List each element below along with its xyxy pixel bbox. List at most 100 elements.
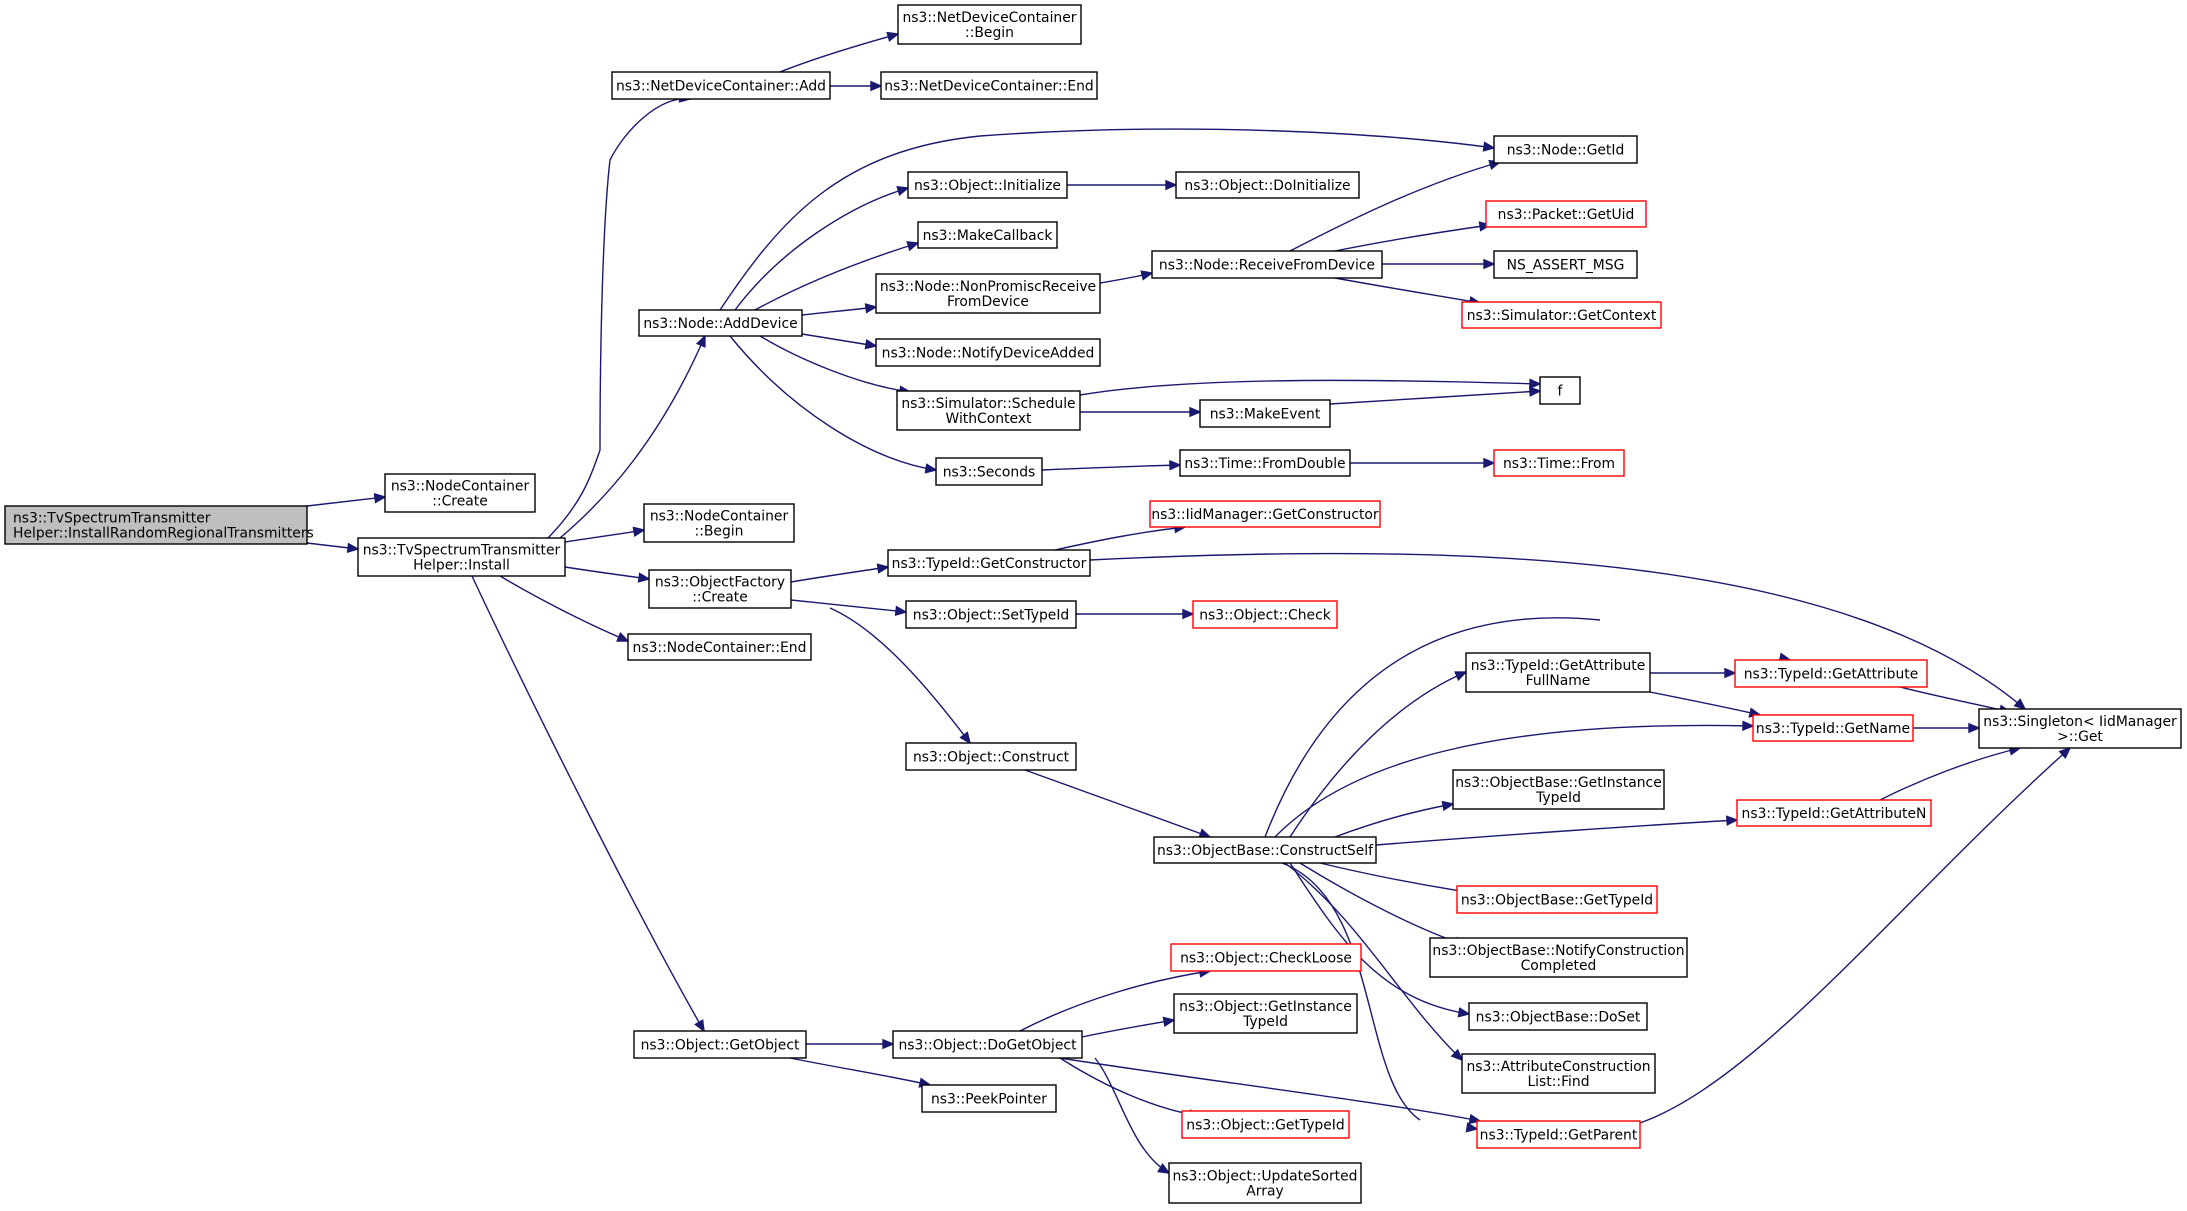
node-box[interactable] xyxy=(880,71,1098,100)
node-box[interactable] xyxy=(1493,135,1638,164)
node-box[interactable] xyxy=(897,4,1082,45)
node-ns_assert[interactable]: NS_ASSERT_MSG xyxy=(1493,250,1638,279)
node-node_notify[interactable]: ns3::Node::NotifyDeviceAdded xyxy=(875,338,1101,367)
node-obj_initialize[interactable]: ns3::Object::Initialize xyxy=(907,171,1068,199)
node-obj_checkloose[interactable]: ns3::Object::CheckLoose xyxy=(1170,943,1362,972)
node-ndc_end[interactable]: ns3::NetDeviceContainer::End xyxy=(880,71,1098,100)
node-box[interactable] xyxy=(905,600,1077,629)
node-box[interactable] xyxy=(1199,399,1331,428)
node-nc_create[interactable]: ns3::NodeContainer::Create xyxy=(384,473,536,513)
node-nc_begin[interactable]: ns3::NodeContainer::Begin xyxy=(643,503,795,543)
node-tvh_install[interactable]: ns3::TvSpectrumTransmitterHelper::Instal… xyxy=(357,537,566,577)
node-box[interactable] xyxy=(935,457,1043,486)
node-ob_doset[interactable]: ns3::ObjectBase::DoSet xyxy=(1468,1002,1648,1031)
node-obj_getobject[interactable]: ns3::Object::GetObject xyxy=(633,1030,807,1059)
node-box[interactable] xyxy=(1429,937,1688,978)
node-packet_getuid[interactable]: ns3::Packet::GetUid xyxy=(1485,200,1647,228)
node-box[interactable] xyxy=(1736,799,1932,827)
node-obj_gettypeid[interactable]: ns3::Object::GetTypeId xyxy=(1181,1110,1350,1139)
node-box[interactable] xyxy=(1153,836,1377,864)
node-node_adddevice[interactable]: ns3::Node::AddDevice xyxy=(638,309,803,337)
node-box[interactable] xyxy=(1456,885,1658,914)
node-root[interactable]: ns3::TvSpectrumTransmitterHelper::Instal… xyxy=(4,505,314,545)
node-obj_check[interactable]: ns3::Object::Check xyxy=(1192,600,1338,629)
node-box[interactable] xyxy=(1734,659,1928,688)
node-typeid_getconstructor[interactable]: ns3::TypeId::GetConstructor xyxy=(887,549,1091,577)
node-obj_settypeid[interactable]: ns3::Object::SetTypeId xyxy=(905,600,1077,629)
node-box[interactable] xyxy=(1476,1120,1641,1149)
node-ob_gettypeid[interactable]: ns3::ObjectBase::GetTypeId xyxy=(1456,885,1658,914)
node-ndc_begin[interactable]: ns3::NetDeviceContainer::Begin xyxy=(897,4,1082,45)
node-node_getid[interactable]: ns3::Node::GetId xyxy=(1493,135,1638,164)
node-box[interactable] xyxy=(1452,769,1665,810)
node-box[interactable] xyxy=(1151,250,1383,279)
node-box[interactable] xyxy=(1179,449,1351,477)
node-typeid_getattributen[interactable]: ns3::TypeId::GetAttributeN xyxy=(1736,799,1932,827)
node-box[interactable] xyxy=(357,537,566,577)
node-box[interactable] xyxy=(1149,500,1381,528)
node-box[interactable] xyxy=(1170,943,1362,972)
node-typeid_getname[interactable]: ns3::TypeId::GetName xyxy=(1752,714,1914,742)
node-seconds[interactable]: ns3::Seconds xyxy=(935,457,1043,486)
node-obj_construct[interactable]: ns3::Object::Construct xyxy=(905,742,1077,771)
node-box[interactable] xyxy=(892,1030,1083,1059)
node-ob_constructself[interactable]: ns3::ObjectBase::ConstructSelf xyxy=(1153,836,1377,864)
node-box[interactable] xyxy=(1978,708,2182,749)
node-nc_end[interactable]: ns3::NodeContainer::End xyxy=(627,633,812,661)
node-box[interactable] xyxy=(611,71,831,100)
node-box[interactable] xyxy=(1493,449,1625,477)
node-box[interactable] xyxy=(643,503,795,543)
node-typeid_getparent[interactable]: ns3::TypeId::GetParent xyxy=(1476,1120,1641,1149)
node-time_from[interactable]: ns3::Time::From xyxy=(1493,449,1625,477)
node-box[interactable] xyxy=(887,549,1091,577)
node-box[interactable] xyxy=(384,473,536,513)
node-box[interactable] xyxy=(1461,301,1662,329)
node-box[interactable] xyxy=(1175,171,1360,199)
node-box[interactable] xyxy=(1485,200,1647,228)
node-box[interactable] xyxy=(1493,250,1638,279)
node-box[interactable] xyxy=(633,1030,807,1059)
node-box[interactable] xyxy=(638,309,803,337)
node-box[interactable] xyxy=(648,569,792,609)
node-box[interactable] xyxy=(905,742,1077,771)
node-obj_dogetobject[interactable]: ns3::Object::DoGetObject xyxy=(892,1030,1083,1059)
node-box[interactable] xyxy=(1539,376,1581,405)
node-box[interactable] xyxy=(1168,1162,1362,1204)
node-box[interactable] xyxy=(875,338,1101,367)
node-box[interactable] xyxy=(4,505,308,545)
node-box[interactable] xyxy=(917,221,1058,249)
node-box[interactable] xyxy=(875,273,1101,314)
node-makecallback[interactable]: ns3::MakeCallback xyxy=(917,221,1058,249)
node-ndc_add[interactable]: ns3::NetDeviceContainer::Add xyxy=(611,71,831,100)
node-box[interactable] xyxy=(627,633,812,661)
node-ob_notifyconstruction[interactable]: ns3::ObjectBase::NotifyConstructionCompl… xyxy=(1429,937,1688,978)
node-f[interactable]: f xyxy=(1539,376,1581,405)
node-box[interactable] xyxy=(1468,1002,1648,1031)
node-box[interactable] xyxy=(921,1084,1057,1113)
node-iid_getconstructor[interactable]: ns3::IidManager::GetConstructor xyxy=(1149,500,1381,528)
node-box[interactable] xyxy=(1173,993,1358,1034)
node-box[interactable] xyxy=(1752,714,1914,742)
node-box[interactable] xyxy=(907,171,1068,199)
node-box[interactable] xyxy=(896,390,1081,431)
node-box[interactable] xyxy=(1192,600,1338,629)
node-of_create[interactable]: ns3::ObjectFactory::Create xyxy=(648,569,792,609)
node-box[interactable] xyxy=(1461,1053,1656,1094)
node-node_receive[interactable]: ns3::Node::ReceiveFromDevice xyxy=(1151,250,1383,279)
node-time_fromdouble[interactable]: ns3::Time::FromDouble xyxy=(1179,449,1351,477)
node-box[interactable] xyxy=(1181,1110,1350,1139)
node-singleton_get[interactable]: ns3::Singleton< IidManager >::Get xyxy=(1978,708,2182,749)
node-box[interactable] xyxy=(1465,652,1651,693)
node-obj_doinitialize[interactable]: ns3::Object::DoInitialize xyxy=(1175,171,1360,199)
node-peekpointer[interactable]: ns3::PeekPointer xyxy=(921,1084,1057,1113)
node-typeid_getattribute[interactable]: ns3::TypeId::GetAttribute xyxy=(1734,659,1928,688)
node-sim_getcontext[interactable]: ns3::Simulator::GetContext xyxy=(1461,301,1662,329)
node-makeevent[interactable]: ns3::MakeEvent xyxy=(1199,399,1331,428)
